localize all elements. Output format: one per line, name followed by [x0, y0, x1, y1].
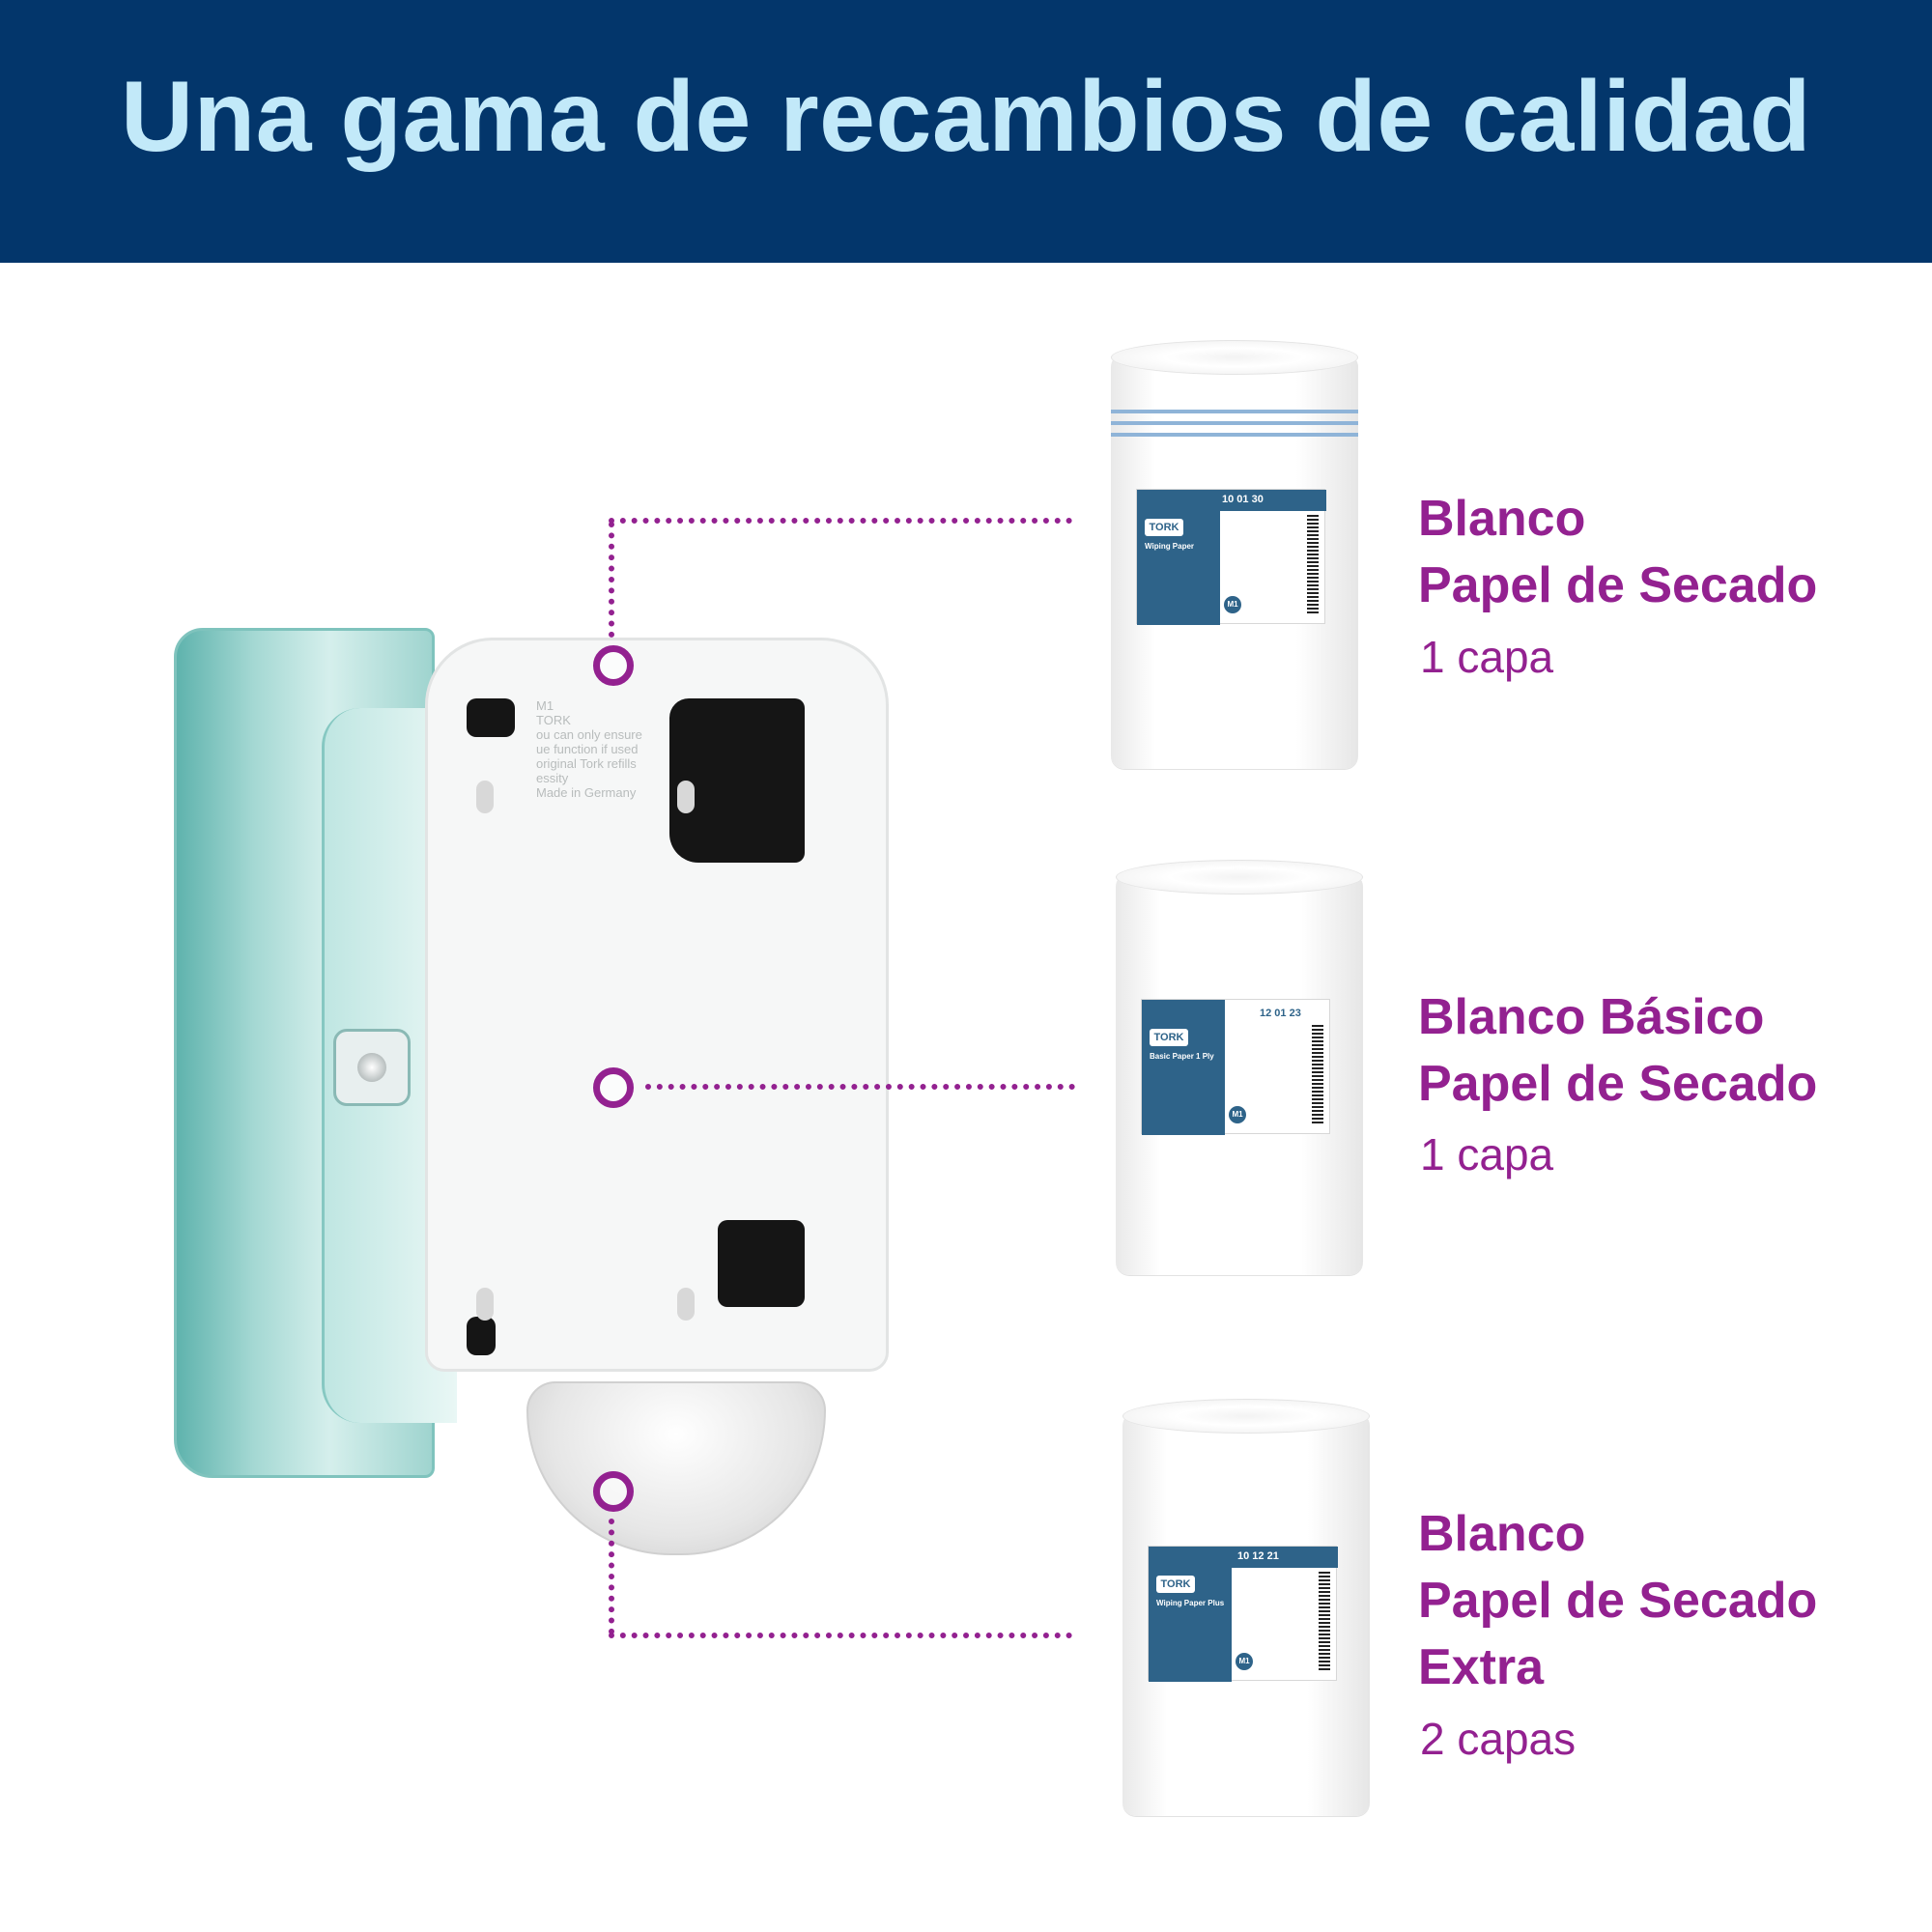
- back-text-line: ue function if used: [536, 742, 639, 756]
- roll-stripe: [1111, 421, 1358, 425]
- product-title-line: Papel de Secado: [1418, 557, 1818, 613]
- barcode: [1307, 515, 1319, 615]
- product-title-line: Extra: [1418, 1639, 1545, 1695]
- roll-stripe: [1111, 433, 1358, 437]
- roll-stripe: [1111, 410, 1358, 413]
- product-roll: TORK 10 01 30 Wiping Paper M1: [1111, 340, 1358, 769]
- connector-line: [609, 1519, 614, 1634]
- mount-slot: [467, 698, 515, 737]
- product-ply: 2 capas: [1420, 1714, 1577, 1764]
- roll-top: [1111, 340, 1358, 375]
- product-title: Blanco Papel de Secado Extra: [1418, 1501, 1817, 1701]
- header-banner: Una gama de recambios de calidad: [0, 0, 1932, 263]
- label-band: [1149, 1547, 1232, 1682]
- screw-hole: [476, 1288, 494, 1321]
- product-title-line: Papel de Secado: [1418, 1056, 1818, 1112]
- product-name: Wiping Paper: [1145, 542, 1195, 551]
- back-text-line: original Tork refills: [536, 756, 637, 771]
- product-label: TORK 10 12 21 Wiping Paper Plus M1: [1148, 1546, 1338, 1682]
- dispenser-image: M1 TORK ou can only ensure ue function i…: [155, 609, 889, 1575]
- connector-line: [609, 518, 1072, 524]
- product-label: TORK 12 01 23 Basic Paper 1 Ply M1: [1141, 999, 1330, 1135]
- roll-top: [1116, 860, 1363, 895]
- back-text-line: Made in Germany: [536, 785, 637, 800]
- mount-slot: [669, 698, 805, 863]
- product-roll: TORK 10 12 21 Wiping Paper Plus M1: [1122, 1399, 1370, 1816]
- product-code: 12 01 23: [1260, 1008, 1301, 1019]
- product-ply: 1 capa: [1420, 1129, 1554, 1179]
- mount-slot: [718, 1220, 805, 1307]
- product-title: Blanco Básico Papel de Secado: [1418, 984, 1817, 1118]
- size-badge: M1: [1229, 1106, 1246, 1123]
- callout-marker: [593, 1471, 634, 1512]
- connector-line: [645, 1084, 1075, 1090]
- dispenser-door: [174, 628, 457, 1478]
- back-text-line: essity: [536, 771, 569, 785]
- callout-marker: [593, 645, 634, 686]
- product-label: TORK 10 01 30 Wiping Paper M1: [1136, 489, 1326, 625]
- screw-hole: [476, 781, 494, 813]
- tork-logo: TORK: [1150, 1029, 1188, 1046]
- lock-icon: [333, 1029, 411, 1106]
- product-title-line: Blanco: [1418, 1506, 1586, 1562]
- product-ply: 1 capa: [1420, 632, 1554, 682]
- back-text-line: ou can only ensure: [536, 727, 642, 742]
- connector-line: [609, 522, 614, 638]
- product-title-line: Papel de Secado: [1418, 1573, 1818, 1629]
- screw-hole: [677, 781, 695, 813]
- back-text-line: M1: [536, 698, 554, 713]
- product-name: Basic Paper 1 Ply: [1150, 1052, 1214, 1061]
- mount-slot: [467, 1317, 496, 1355]
- back-text-line: TORK: [536, 713, 571, 727]
- screw-hole: [677, 1288, 695, 1321]
- callout-marker: [593, 1067, 634, 1108]
- tork-logo: TORK: [1145, 519, 1183, 536]
- page-title: Una gama de recambios de calidad: [121, 61, 1811, 173]
- roll-top: [1122, 1399, 1370, 1434]
- size-badge: M1: [1224, 596, 1241, 613]
- dispenser-back-plate: M1 TORK ou can only ensure ue function i…: [425, 638, 889, 1372]
- product-title-line: Blanco: [1418, 491, 1586, 547]
- product-code: 10 01 30: [1222, 494, 1264, 505]
- back-plate-text: M1 TORK ou can only ensure ue function i…: [536, 698, 652, 800]
- connector-line: [609, 1633, 1072, 1638]
- tork-logo: TORK: [1156, 1576, 1195, 1593]
- product-code: 10 12 21: [1237, 1550, 1279, 1562]
- barcode: [1312, 1025, 1323, 1125]
- product-title-line: Blanco Básico: [1418, 989, 1765, 1045]
- product-roll: TORK 12 01 23 Basic Paper 1 Ply M1: [1116, 860, 1363, 1275]
- barcode: [1319, 1572, 1330, 1672]
- product-title: Blanco Papel de Secado: [1418, 486, 1817, 619]
- label-band: [1137, 490, 1220, 625]
- size-badge: M1: [1236, 1653, 1253, 1670]
- dispensing-nozzle: [526, 1381, 826, 1555]
- product-name: Wiping Paper Plus: [1156, 1599, 1225, 1607]
- label-band: [1142, 1000, 1225, 1135]
